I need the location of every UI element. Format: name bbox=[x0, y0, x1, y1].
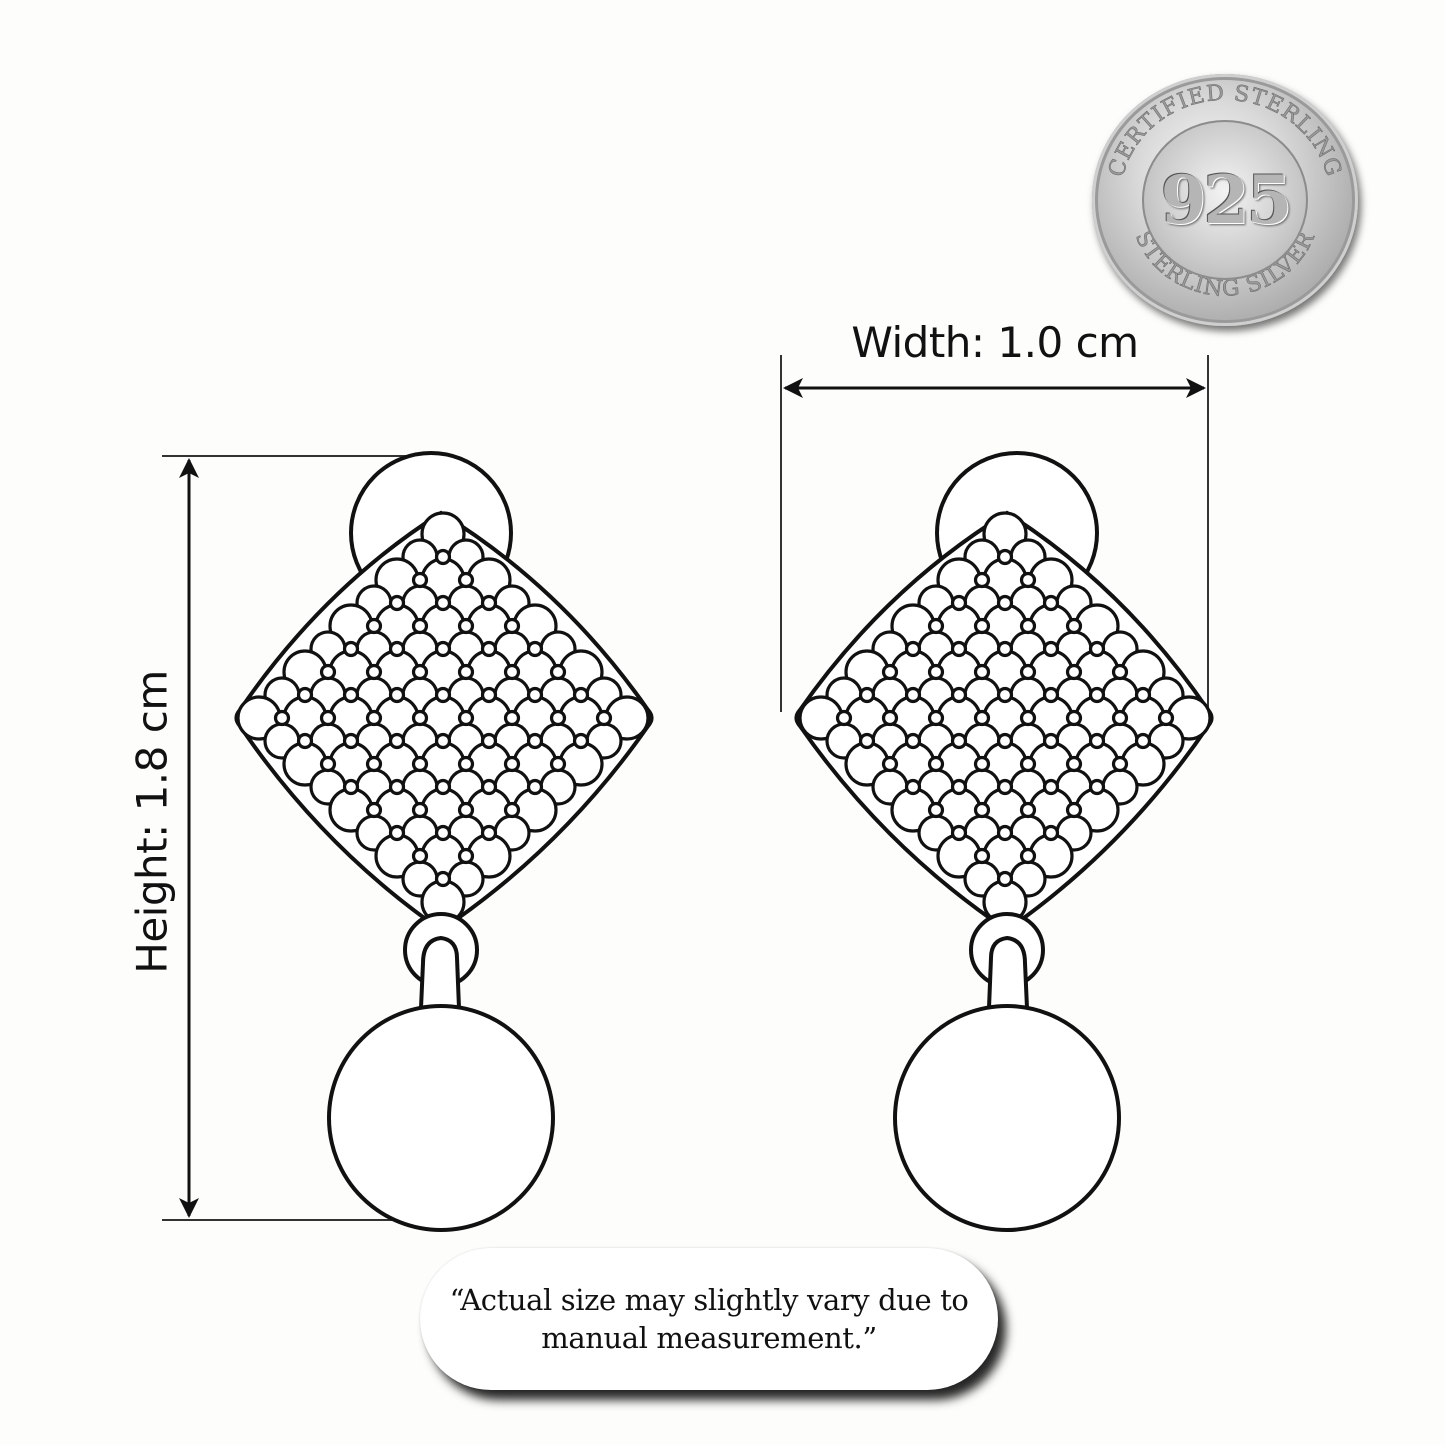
measurement-note: “Actual size may slightly vary due to ma… bbox=[420, 1248, 998, 1390]
left-earring bbox=[234, 451, 654, 1232]
measurement-note-text: “Actual size may slightly vary due to ma… bbox=[449, 1283, 969, 1355]
coin-value: 925 bbox=[1160, 161, 1293, 239]
earring-shape-icon bbox=[794, 451, 1214, 1232]
height-label: Height: 1.8 cm bbox=[127, 670, 177, 974]
right-earring bbox=[794, 451, 1214, 1232]
coin-center: 925 bbox=[1142, 120, 1308, 280]
earring-shape-icon bbox=[234, 451, 654, 1232]
width-label: Width: 1.0 cm bbox=[851, 318, 1139, 367]
sterling-silver-coin-icon: CERTIFIED STERLING STERLING SILVER 925 bbox=[1092, 74, 1358, 326]
